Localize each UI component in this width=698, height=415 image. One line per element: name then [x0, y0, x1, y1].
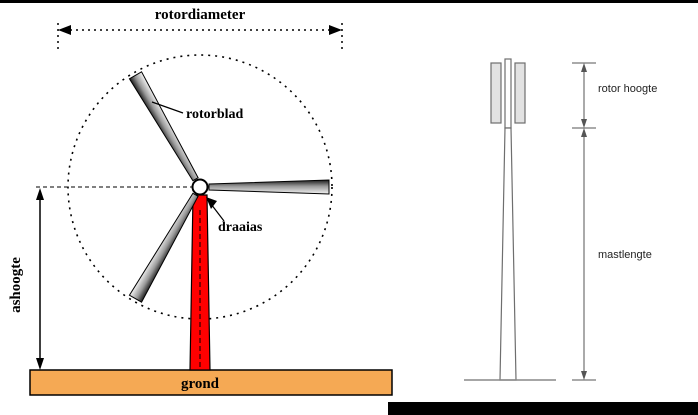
mastlengte-label: mastlengte [598, 249, 652, 261]
rotor-blade-lower-left [128, 192, 199, 303]
hub-circle [191, 178, 209, 196]
rotor-assembly [490, 58, 526, 129]
rotor-center-shaft [504, 58, 512, 129]
ashoogte-arrowhead-bottom [36, 358, 44, 370]
rotor-hoogte-label: rotor hoogte [598, 83, 657, 95]
top-border-line [0, 0, 698, 3]
rotor-slat-left [490, 62, 502, 124]
draaias-label: draaias [218, 220, 263, 235]
ground-strip [29, 369, 393, 396]
ashoogte-dimension-arrow [36, 188, 44, 370]
right-turbine-diagram: rotor hoogte mastlengte [464, 58, 657, 381]
draaias-arrowhead [206, 197, 217, 209]
mastlengte-arrowhead-bottom [581, 371, 587, 380]
right-mast [499, 127, 517, 381]
rotor-slat-right [514, 62, 526, 124]
rotordiameter-arrowhead-right [329, 25, 342, 35]
rotordiameter-dimension-arrow [57, 23, 343, 50]
mastlengte-arrowhead-top [581, 128, 587, 137]
rotordiameter-arrowhead-left [58, 25, 71, 35]
rotor-hoogte-arrowhead-bottom [581, 119, 587, 128]
bottom-black-bar [388, 402, 698, 415]
rotordiameter-label: rotordiameter [155, 7, 246, 23]
draaias-leader-line [210, 203, 225, 222]
rotor-blade-right [208, 179, 330, 195]
rotorblad-label: rotorblad [186, 107, 244, 122]
left-turbine-diagram: rotordiameter ashoogte grond [8, 7, 393, 396]
ashoogte-label: ashoogte [8, 257, 24, 313]
rotorblad-leader-line [151, 101, 184, 114]
grond-label: grond [181, 376, 220, 392]
rotor-blade-upper-left [128, 71, 199, 182]
mastlengte-dimension-arrow [581, 128, 587, 380]
rotor-hoogte-arrowhead-top [581, 63, 587, 72]
rotor-blades [128, 71, 330, 303]
rotor-hoogte-dimension-arrow [581, 63, 587, 128]
ashoogte-arrowhead-top [36, 188, 44, 200]
